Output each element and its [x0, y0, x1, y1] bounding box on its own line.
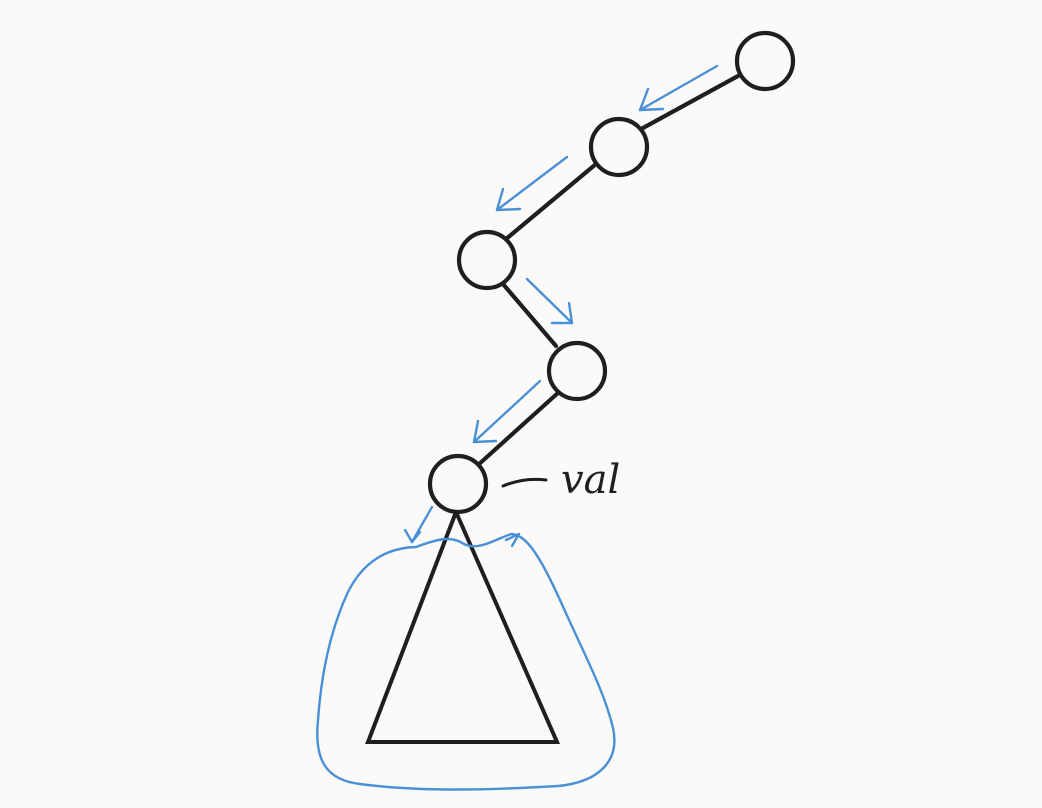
- edge-2-3: [503, 161, 599, 242]
- subtree-enclosure-loop: [316, 532, 616, 791]
- path-nodes: [427, 30, 796, 515]
- edge-3-4: [500, 281, 559, 349]
- subtree-triangle: [365, 511, 561, 744]
- subtree-root-node: [427, 453, 489, 515]
- traversal-arrow-3: [525, 277, 574, 325]
- traversal-arrow-2: [495, 155, 569, 212]
- subtree-loop-arrowhead: [504, 532, 521, 548]
- edge-1-2: [640, 73, 741, 131]
- val-pointer-dash: [501, 477, 548, 488]
- traversal-arrow-5: [403, 505, 434, 544]
- path-node-3: [456, 229, 518, 291]
- traversal-arrow-4: [472, 379, 542, 444]
- edge-4-5: [475, 389, 562, 468]
- val-label: val: [561, 457, 620, 503]
- path-node-2: [588, 116, 650, 178]
- traversal-arrow-1: [638, 64, 719, 112]
- traversal-arrows: [403, 64, 719, 544]
- path-node-4: [546, 340, 608, 402]
- path-edges: [475, 73, 741, 468]
- path-node-1: [734, 30, 796, 92]
